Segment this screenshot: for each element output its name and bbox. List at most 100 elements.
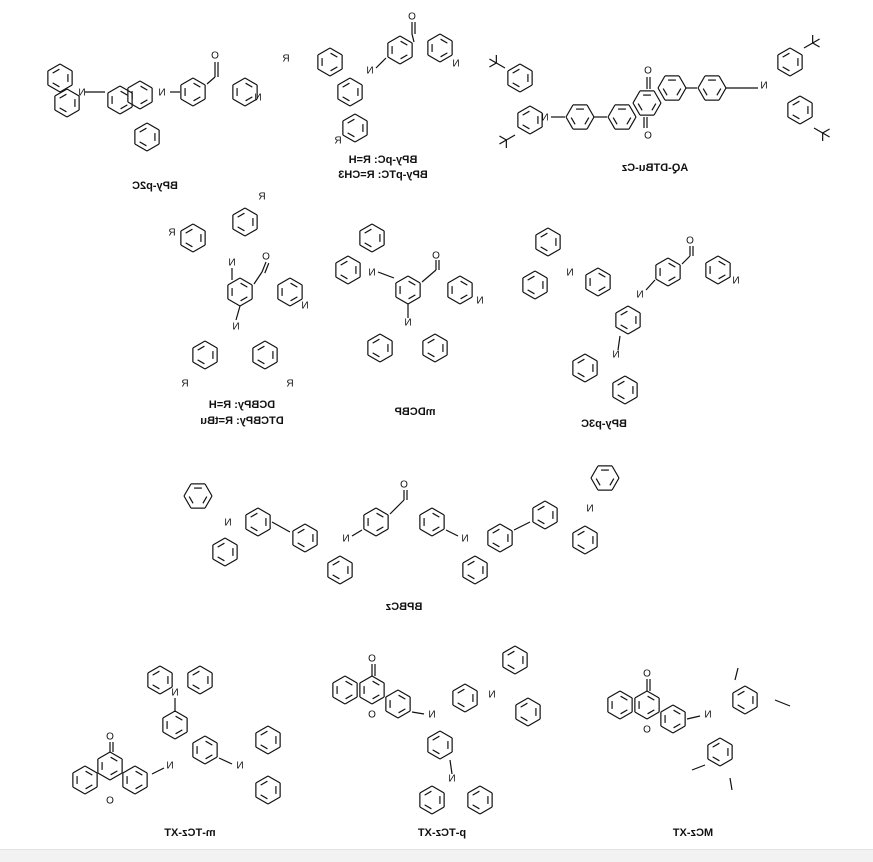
nitrogen-atom: N xyxy=(78,88,85,99)
bond xyxy=(267,746,281,755)
bond xyxy=(547,248,561,257)
bond xyxy=(159,686,173,695)
bond xyxy=(180,223,194,232)
svg-text:BPy-p3C: BPy-p3C xyxy=(581,418,627,430)
bond xyxy=(457,702,465,708)
bond xyxy=(232,77,246,86)
bond xyxy=(139,101,153,110)
bond xyxy=(676,88,682,96)
bond xyxy=(387,56,401,65)
bond xyxy=(697,75,706,89)
label-bpy-p2c: BPy-p2C xyxy=(132,180,178,192)
bond xyxy=(204,495,213,509)
bond xyxy=(492,542,500,548)
bond xyxy=(586,116,595,130)
bond xyxy=(240,296,248,302)
bond xyxy=(185,228,193,234)
bond xyxy=(107,85,121,94)
bond xyxy=(519,63,533,72)
bond xyxy=(399,56,413,65)
bond xyxy=(719,758,733,767)
bond xyxy=(529,126,543,135)
bond xyxy=(377,271,395,279)
bond xyxy=(335,255,349,264)
bond xyxy=(577,544,585,550)
bond xyxy=(590,465,599,479)
bond xyxy=(507,650,515,656)
bond xyxy=(657,75,666,89)
bond xyxy=(467,785,481,794)
bond xyxy=(512,68,520,74)
bond xyxy=(183,483,192,497)
nitrogen-atom: N xyxy=(342,534,349,545)
nitrogen-atom: N xyxy=(166,761,173,772)
bond xyxy=(206,76,216,85)
bond xyxy=(345,694,353,700)
bond xyxy=(615,326,629,335)
svg-text:MCz-XT: MCz-XT xyxy=(673,827,714,839)
bond xyxy=(120,90,128,96)
bond xyxy=(202,496,208,504)
bond xyxy=(452,683,466,692)
bond xyxy=(716,88,722,96)
nitrogen-atom: N xyxy=(612,350,619,361)
bond xyxy=(227,277,241,286)
bond xyxy=(385,710,399,719)
svg-text:p-TCz-XT: p-TCz-XT xyxy=(418,827,467,839)
bond xyxy=(245,96,253,102)
bond xyxy=(565,116,574,130)
bond xyxy=(375,57,387,69)
bond xyxy=(359,223,373,232)
bond xyxy=(267,725,281,734)
bond xyxy=(257,528,271,537)
bond xyxy=(813,127,823,134)
nitrogen-atom: N xyxy=(428,710,435,721)
bond xyxy=(672,725,686,734)
bond xyxy=(339,576,353,585)
bond xyxy=(822,128,830,134)
bond xyxy=(52,68,60,74)
bond xyxy=(712,742,720,748)
bond xyxy=(822,132,830,138)
bond xyxy=(398,694,406,700)
bond xyxy=(445,529,459,537)
bond xyxy=(702,88,708,96)
bond xyxy=(544,521,558,530)
label-p-tcz-xt: p-TCz-XT xyxy=(418,827,467,839)
bond xyxy=(646,711,660,720)
bond xyxy=(499,544,513,553)
oxygen-atom: O xyxy=(211,51,219,62)
nitrogen-atom: N xyxy=(404,318,411,329)
bond xyxy=(119,106,133,115)
bond xyxy=(595,478,601,486)
bond xyxy=(367,354,381,363)
bond xyxy=(792,114,800,120)
bond xyxy=(707,758,721,767)
label-bpbcz: BPBCz xyxy=(385,601,422,613)
bond xyxy=(232,207,246,216)
bond xyxy=(147,686,161,695)
bond xyxy=(244,77,258,86)
bond xyxy=(691,764,706,771)
bond xyxy=(572,353,586,362)
bond xyxy=(686,715,701,720)
bond xyxy=(159,665,173,674)
bond xyxy=(327,576,341,585)
bond xyxy=(245,507,259,516)
bond xyxy=(47,63,61,72)
oxygen-atom: O xyxy=(106,796,114,807)
bond xyxy=(395,296,409,305)
bond xyxy=(239,298,253,307)
bond xyxy=(337,77,351,86)
bond xyxy=(634,690,648,699)
bond xyxy=(371,675,385,684)
bond xyxy=(586,104,595,118)
bond xyxy=(732,685,746,694)
bond xyxy=(667,257,681,266)
bond xyxy=(193,96,201,102)
bond xyxy=(134,143,148,152)
bond xyxy=(619,690,633,699)
bond xyxy=(193,82,201,88)
bond xyxy=(400,54,408,60)
